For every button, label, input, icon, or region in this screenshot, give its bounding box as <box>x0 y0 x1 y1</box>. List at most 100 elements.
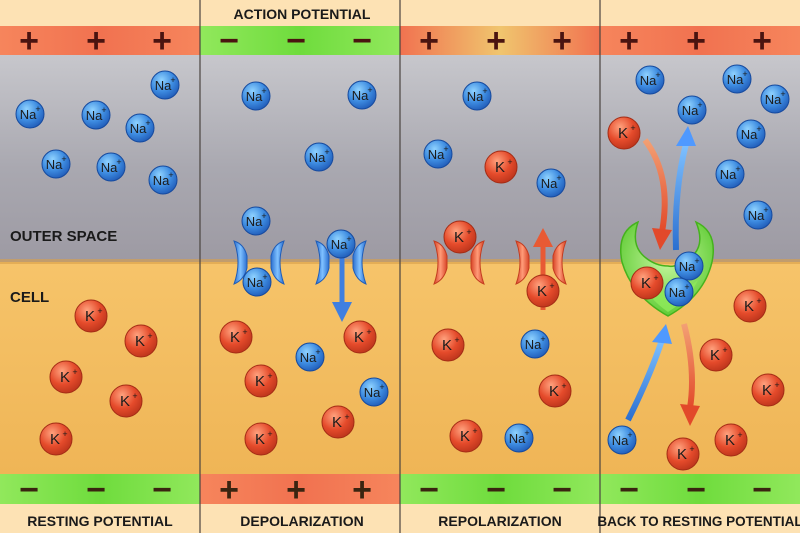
ions-layer: Na+Na+Na+Na+Na+Na+Na+Na+Na+Na+Na+Na+Na+N… <box>15 64 790 471</box>
svg-text:Na: Na <box>541 176 558 191</box>
svg-text:+: + <box>472 426 477 436</box>
svg-text:K: K <box>537 283 547 300</box>
svg-text:+: + <box>737 430 742 440</box>
sodium-ion-icon: Na+ <box>326 229 356 259</box>
sodium-ion-icon: Na+ <box>242 267 272 297</box>
svg-text:+: + <box>262 272 267 282</box>
potassium-ion-icon: K+ <box>431 328 465 362</box>
svg-text:K: K <box>549 383 559 400</box>
charge-sign: − <box>352 22 372 60</box>
potassium-ion-icon: K+ <box>751 373 785 407</box>
svg-text:+: + <box>655 70 660 80</box>
panel-captions: RESTING POTENTIAL DEPOLARIZATION REPOLAR… <box>27 513 800 529</box>
svg-text:K: K <box>744 298 754 315</box>
svg-text:+: + <box>132 391 137 401</box>
svg-text:+: + <box>756 124 761 134</box>
sodium-ion-icon: Na+ <box>304 142 334 172</box>
charge-sign: + <box>19 22 39 60</box>
potassium-ion-icon: K+ <box>538 374 572 408</box>
bottom-band-panel-2 <box>200 474 400 504</box>
svg-text:Na: Na <box>428 147 445 162</box>
svg-text:K: K <box>495 159 505 176</box>
sodium-ion-icon: Na+ <box>536 168 566 198</box>
svg-text:+: + <box>61 154 66 164</box>
potassium-channel-icon <box>433 240 485 285</box>
potassium-ion-icon: K+ <box>244 364 278 398</box>
svg-text:K: K <box>677 446 687 463</box>
svg-text:Na: Na <box>247 275 264 290</box>
top-band-panel-3 <box>400 26 600 55</box>
svg-text:Na: Na <box>741 127 758 142</box>
svg-text:+: + <box>742 69 747 79</box>
svg-text:Na: Na <box>153 173 170 188</box>
potassium-ion-icon: K+ <box>699 338 733 372</box>
charge-sign: + <box>219 471 239 509</box>
svg-text:+: + <box>780 89 785 99</box>
sodium-ion-icon: Na+ <box>148 165 178 195</box>
potassium-ion-icon: K+ <box>49 360 83 394</box>
potassium-ion-icon: K+ <box>630 266 664 300</box>
bottom-charge-signs: − − − + + + − − − − − − <box>19 471 772 509</box>
sodium-ion-icon: Na+ <box>423 139 453 169</box>
svg-text:+: + <box>367 85 372 95</box>
sodium-ion-icon: Na+ <box>715 159 745 189</box>
svg-text:+: + <box>443 144 448 154</box>
potassium-ion-icon: K+ <box>74 299 108 333</box>
svg-text:+: + <box>145 118 150 128</box>
potassium-ion-icon: K+ <box>449 419 483 453</box>
svg-text:Na: Na <box>669 285 686 300</box>
svg-text:K: K <box>50 431 60 448</box>
svg-text:Na: Na <box>309 150 326 165</box>
sodium-ion-icon: Na+ <box>241 206 271 236</box>
svg-text:Na: Na <box>155 78 172 93</box>
sodium-ion-icon: Na+ <box>347 80 377 110</box>
sodium-ion-icon: Na+ <box>462 81 492 111</box>
svg-text:+: + <box>630 123 635 133</box>
charge-sign: − <box>419 471 439 509</box>
page-title: ACTION POTENTIAL <box>234 6 371 22</box>
bottom-band-panel-4 <box>600 474 800 504</box>
svg-text:+: + <box>454 335 459 345</box>
svg-text:+: + <box>261 211 266 221</box>
svg-text:+: + <box>482 86 487 96</box>
charge-sign: − <box>286 22 306 60</box>
top-band-panel-2 <box>200 26 400 55</box>
svg-text:K: K <box>354 329 364 346</box>
sodium-channel-icon <box>233 240 285 285</box>
svg-text:+: + <box>344 412 349 422</box>
svg-text:+: + <box>324 147 329 157</box>
svg-text:K: K <box>85 308 95 325</box>
sodium-ion-icon: Na+ <box>150 70 180 100</box>
svg-text:+: + <box>540 334 545 344</box>
svg-text:K: K <box>725 432 735 449</box>
svg-text:+: + <box>261 86 266 96</box>
potassium-channel-icon <box>515 240 567 285</box>
sodium-ion-icon: Na+ <box>41 149 71 179</box>
svg-text:+: + <box>549 281 554 291</box>
svg-text:+: + <box>689 444 694 454</box>
sodium-ion-icon: Na+ <box>722 64 752 94</box>
svg-text:+: + <box>97 306 102 316</box>
potassium-ion-icon: K+ <box>714 423 748 457</box>
svg-text:+: + <box>267 371 272 381</box>
svg-text:K: K <box>255 431 265 448</box>
svg-text:+: + <box>735 164 740 174</box>
sodium-ion-icon: Na+ <box>15 99 45 129</box>
charge-sign: + <box>686 22 706 60</box>
charge-sign: + <box>286 471 306 509</box>
charge-sign: + <box>552 22 572 60</box>
svg-text:+: + <box>763 205 768 215</box>
potassium-ion-icon: K+ <box>39 422 73 456</box>
potassium-ion-icon: K+ <box>124 324 158 358</box>
sodium-ion-icon: Na+ <box>96 152 126 182</box>
svg-text:+: + <box>346 234 351 244</box>
svg-text:K: K <box>60 369 70 386</box>
potassium-ion-icon: K+ <box>343 320 377 354</box>
caption-back-to-resting-potential: BACK TO RESTING POTENTIAL <box>597 514 800 529</box>
charge-sign: + <box>352 471 372 509</box>
svg-text:+: + <box>101 105 106 115</box>
svg-text:Na: Na <box>246 89 263 104</box>
panel-dividers <box>199 0 601 533</box>
charge-sign: − <box>152 471 172 509</box>
